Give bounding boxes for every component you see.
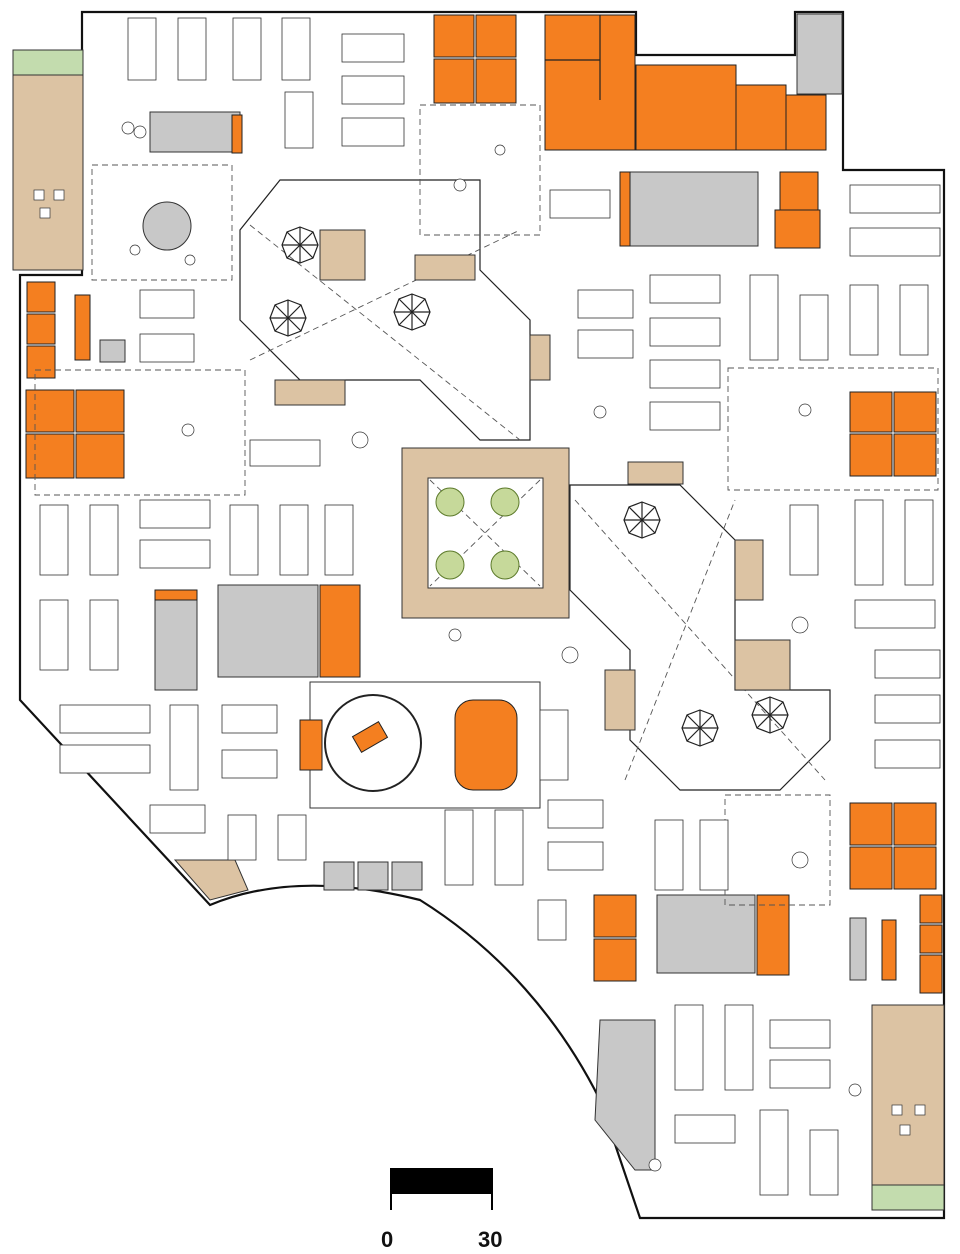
scale-bar-start-label: 0 xyxy=(381,1227,393,1252)
elevator-bank xyxy=(323,861,423,891)
atrium-east-diag-1 xyxy=(574,499,826,781)
desk-cluster-icon xyxy=(444,709,729,941)
octagonal-umbrella-icon xyxy=(751,696,789,734)
stair-west-accent xyxy=(154,589,198,601)
terrace-east-planter xyxy=(871,1184,945,1211)
meeting-room-cluster-east xyxy=(849,391,937,477)
sculpture xyxy=(351,721,389,753)
terrace-southwest xyxy=(173,859,249,901)
octagonal-umbrella-icon xyxy=(623,501,661,539)
octagonal-umbrella-icon xyxy=(281,226,319,264)
meeting-room-cluster-south xyxy=(593,894,637,982)
atrium-east-stair xyxy=(734,539,764,601)
atrium-east xyxy=(569,484,831,791)
pantry-west xyxy=(74,294,91,361)
skylight-diag-2 xyxy=(429,479,541,587)
meeting-room-cluster-north xyxy=(433,14,517,104)
atrium-east-diag-2 xyxy=(624,499,736,781)
service-core-west-accent xyxy=(319,584,361,678)
terrace-furniture-west xyxy=(33,189,65,219)
desk-cluster-icon xyxy=(789,499,941,769)
spiral-stair xyxy=(142,201,192,251)
meeting-room-cluster-west xyxy=(25,389,125,479)
atrium-west xyxy=(239,179,531,441)
service-core-south xyxy=(656,894,756,974)
atrium-east-side xyxy=(604,669,636,731)
zone-northwest xyxy=(91,164,233,281)
desk-cluster-icon xyxy=(39,499,354,671)
scale-bar xyxy=(390,1168,493,1194)
reception-desk xyxy=(299,719,323,771)
meeting-room-block-northeast xyxy=(544,14,827,151)
pantry-east xyxy=(881,919,897,981)
atrium-west-diag-1 xyxy=(249,224,521,441)
tree-icon xyxy=(435,487,465,517)
tree-icon xyxy=(490,487,520,517)
terrace-furniture-east xyxy=(891,1104,926,1136)
desk-cluster-icon xyxy=(59,704,307,861)
zone-north xyxy=(419,104,541,236)
atrium-west-side xyxy=(529,334,551,381)
lounge-seating xyxy=(121,121,862,1172)
service-core-south-accent xyxy=(756,894,790,976)
tree-icon xyxy=(435,550,465,580)
octagonal-umbrella-icon xyxy=(269,299,307,337)
stair-south xyxy=(594,1019,656,1171)
service-core-northeast xyxy=(619,171,821,249)
phone-rooms-east xyxy=(919,894,943,994)
stair-northwest xyxy=(149,111,241,153)
terrace-west xyxy=(12,74,84,271)
octagonal-umbrella-icon xyxy=(681,709,719,747)
pantry-west-counter xyxy=(99,339,126,363)
stair-northeast xyxy=(796,13,843,95)
desk-cluster-icon xyxy=(139,289,321,467)
scale-bar-end-label: 30 xyxy=(478,1227,502,1252)
desk-cluster-icon xyxy=(127,17,405,149)
terrace-west-planter xyxy=(12,49,84,76)
service-core-west xyxy=(217,584,319,678)
stair-west xyxy=(154,597,198,691)
atrium-east-landing xyxy=(734,639,791,691)
pantry-east-counter xyxy=(849,917,867,981)
atrium-west-stair xyxy=(319,229,366,281)
feature-stair xyxy=(454,699,518,791)
desk-cluster-icon xyxy=(549,184,941,431)
phone-rooms-west xyxy=(26,281,56,379)
zone-west xyxy=(34,369,246,496)
octagonal-umbrella-icon xyxy=(393,293,431,331)
atrium-west-bench xyxy=(274,379,346,406)
atrium-east-top xyxy=(627,461,684,485)
meeting-room-cluster-southeast xyxy=(849,802,937,890)
desk-cluster-icon xyxy=(674,1004,839,1196)
tree-icon xyxy=(490,550,520,580)
terrace-east xyxy=(871,1004,945,1186)
zone-east xyxy=(727,367,939,491)
stair-northwest-accent xyxy=(231,114,243,154)
atrium-west-landing xyxy=(414,254,476,281)
